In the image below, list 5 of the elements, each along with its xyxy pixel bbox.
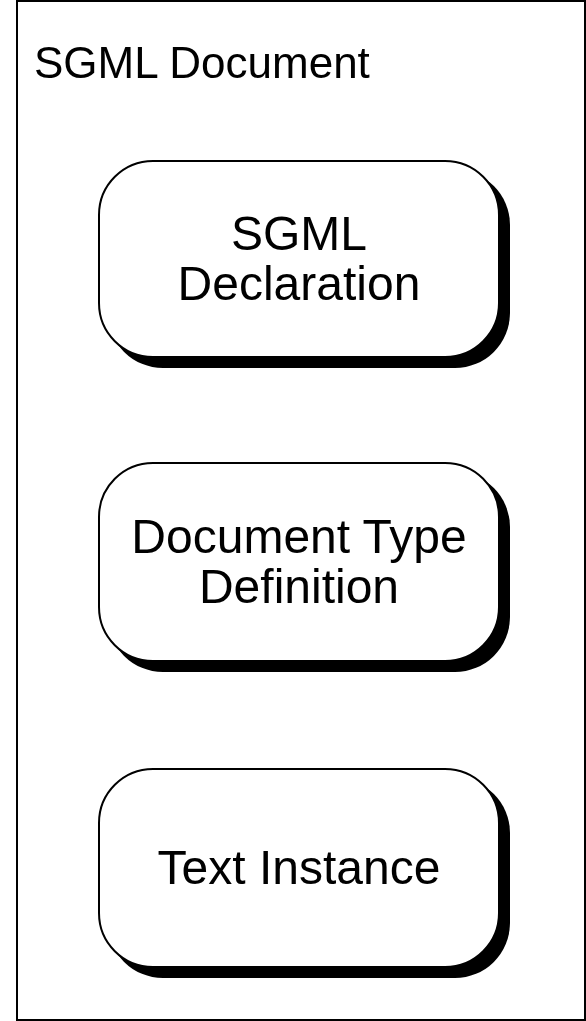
frame-title: SGML Document xyxy=(34,38,370,88)
box-label: Document Type Definition xyxy=(130,512,468,612)
box-label: Text Instance xyxy=(157,843,441,893)
box-label: SGML Declaration xyxy=(176,209,422,309)
document-frame xyxy=(16,0,586,1021)
